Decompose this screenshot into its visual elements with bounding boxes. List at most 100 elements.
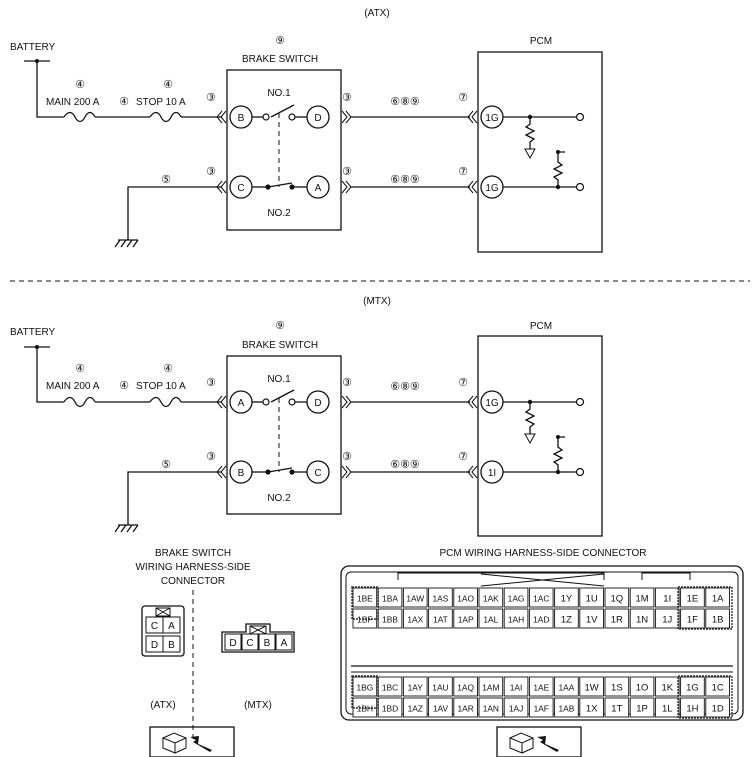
mtx-connector-latch [249, 625, 267, 635]
atx-brake-switch-box [226, 69, 342, 231]
pcm-connector-cell [604, 676, 630, 697]
atx-connector-pin: C [151, 621, 158, 632]
pcm-connector-cell [478, 608, 504, 629]
pcm-connector-cell [402, 697, 428, 718]
mtx-ref-switch: ⑨ [275, 320, 285, 332]
pcm-connector-cell [579, 676, 604, 697]
mtx-heading: (MTX) [363, 296, 391, 307]
mtx-ref-in2: ③ [206, 451, 216, 463]
mtx-connector-mark [341, 465, 352, 479]
atx-connector-mark [216, 110, 227, 124]
mtx-battery-wire [36, 347, 64, 403]
pcm-view-direction-box [496, 726, 582, 757]
pcm-connector-cell [604, 587, 630, 608]
pcm-connector-pin: 1AU [432, 683, 448, 693]
pcm-connector-pin: 1AJ [509, 704, 523, 714]
atx-connector-face [141, 605, 185, 657]
atx-connector-mark [467, 110, 478, 124]
mtx-battery-label: BATTERY [10, 327, 56, 338]
mtx-connector-cell [241, 633, 259, 651]
pcm-connector-pin: 1BD [382, 704, 398, 714]
atx-stop-fuse-label: STOP 10 A [136, 97, 186, 108]
atx-ref-wire1: ⑥⑧⑨ [390, 96, 420, 108]
mtx-connector-pin: C [246, 638, 253, 649]
mtx-stop-fuse-symbol [149, 396, 182, 408]
pcm-connector-pin: 1W [585, 683, 599, 694]
atx-connector-mark [467, 180, 478, 194]
pcm-connector-cell [579, 587, 604, 608]
pcm-connector-pin: 1AD [533, 615, 549, 625]
mtx-terminal-br-label: C [314, 468, 321, 479]
atx-connector-pin: B [168, 640, 175, 651]
pcm-connector-pin: 1K [661, 683, 673, 694]
pcm-connector-pin: 1D [712, 704, 724, 715]
mtx-ground-icon [114, 524, 139, 533]
pcm-connector-pin: 1U [586, 594, 598, 605]
pcm-connector-cell [528, 587, 554, 608]
pcm-connector-pin: 1AV [433, 704, 449, 714]
pcm-connector-cell [705, 608, 730, 629]
atx-diagram: (ATX) BATTERY ④ MAIN 200 A ④ ④ STOP 10 A… [10, 8, 603, 253]
atx-ref-ground: ⑤ [161, 174, 171, 186]
pcm-connector-pin: 1A [712, 594, 724, 605]
mtx-sw2-blade [267, 467, 293, 473]
mtx-terminal-bl-label: B [238, 468, 245, 479]
atx-ref-pcm2: ⑦ [458, 166, 468, 178]
connector-view-direction-icon [161, 732, 212, 754]
atx-connector-mark [341, 110, 352, 124]
pcm-connector-pin: 1C [712, 683, 724, 694]
mtx-ground-wire [127, 471, 222, 525]
atx-sw1-label: NO.1 [267, 88, 291, 99]
pcm-connector-pin: 1G [686, 683, 699, 694]
atx-ref-in1: ③ [206, 92, 216, 104]
pcm-hatched-group [677, 675, 733, 719]
mtx-connector-cell [224, 633, 242, 651]
pcm-connector-pin: 1X [586, 704, 598, 715]
mtx-sw1-label: NO.1 [267, 374, 291, 385]
pcm-connector-cell [654, 608, 680, 629]
pcm-connector-pin: 1BF [357, 615, 372, 625]
atx-ref-in2: ③ [206, 166, 216, 178]
atx-pcm-output [575, 182, 585, 192]
pcm-connector-cell [579, 697, 604, 718]
atx-sw1-contact [262, 113, 270, 121]
pcm-connector-pin: 1O [636, 683, 649, 694]
atx-ref-stop: ④ [163, 79, 173, 91]
mtx-pcm-resistor [524, 402, 536, 434]
mtx-pcm-node [556, 435, 560, 439]
atx-pcm-box [477, 51, 603, 253]
pcm-connector-cell [680, 587, 705, 608]
atx-connector-latch [155, 607, 171, 617]
pcm-connector-pin: 1AT [433, 615, 448, 625]
mtx-pcm-output [575, 397, 585, 407]
pcm-connector-cell [453, 676, 478, 697]
mtx-pcm-ground-icon [524, 433, 536, 445]
bs-view-direction-box [149, 726, 235, 757]
pcm-connector-pin: 1V [586, 615, 598, 626]
pcm-connector-cell [503, 608, 529, 629]
pcm-connector-cell [428, 676, 453, 697]
mtx-pcm-terminal-1i-label: 1I [488, 468, 496, 479]
pcm-connector-pin: 1M [635, 594, 648, 605]
pcm-connector-cell [478, 676, 504, 697]
mtx-connector-cell [275, 633, 293, 651]
mtx-pcm-pullup-resistor [552, 436, 565, 472]
mtx-terminal-tr-label: D [314, 398, 321, 409]
pcm-connector-pin: 1BA [382, 594, 398, 604]
pcm-connector-key [397, 572, 605, 580]
pcm-connector-cell [629, 676, 655, 697]
pcm-hatched-group [351, 675, 379, 709]
pcm-connector-pin: 1B [712, 615, 724, 626]
pcm-connector-pin: 1AE [533, 683, 549, 693]
mtx-ref-in1: ③ [206, 377, 216, 389]
atx-pcm-resistor [524, 117, 536, 149]
pcm-connector-pin: 1AI [510, 683, 523, 693]
mtx-pcm-output [575, 467, 585, 477]
pcm-connector-pin: 1BB [382, 615, 398, 625]
atx-pcm-terminal-1g-label: 1G [485, 113, 499, 124]
pcm-connector-cell [680, 676, 705, 697]
mtx-ref-main2: ④ [119, 380, 129, 392]
pcm-connector-pin: 1I [663, 594, 671, 605]
